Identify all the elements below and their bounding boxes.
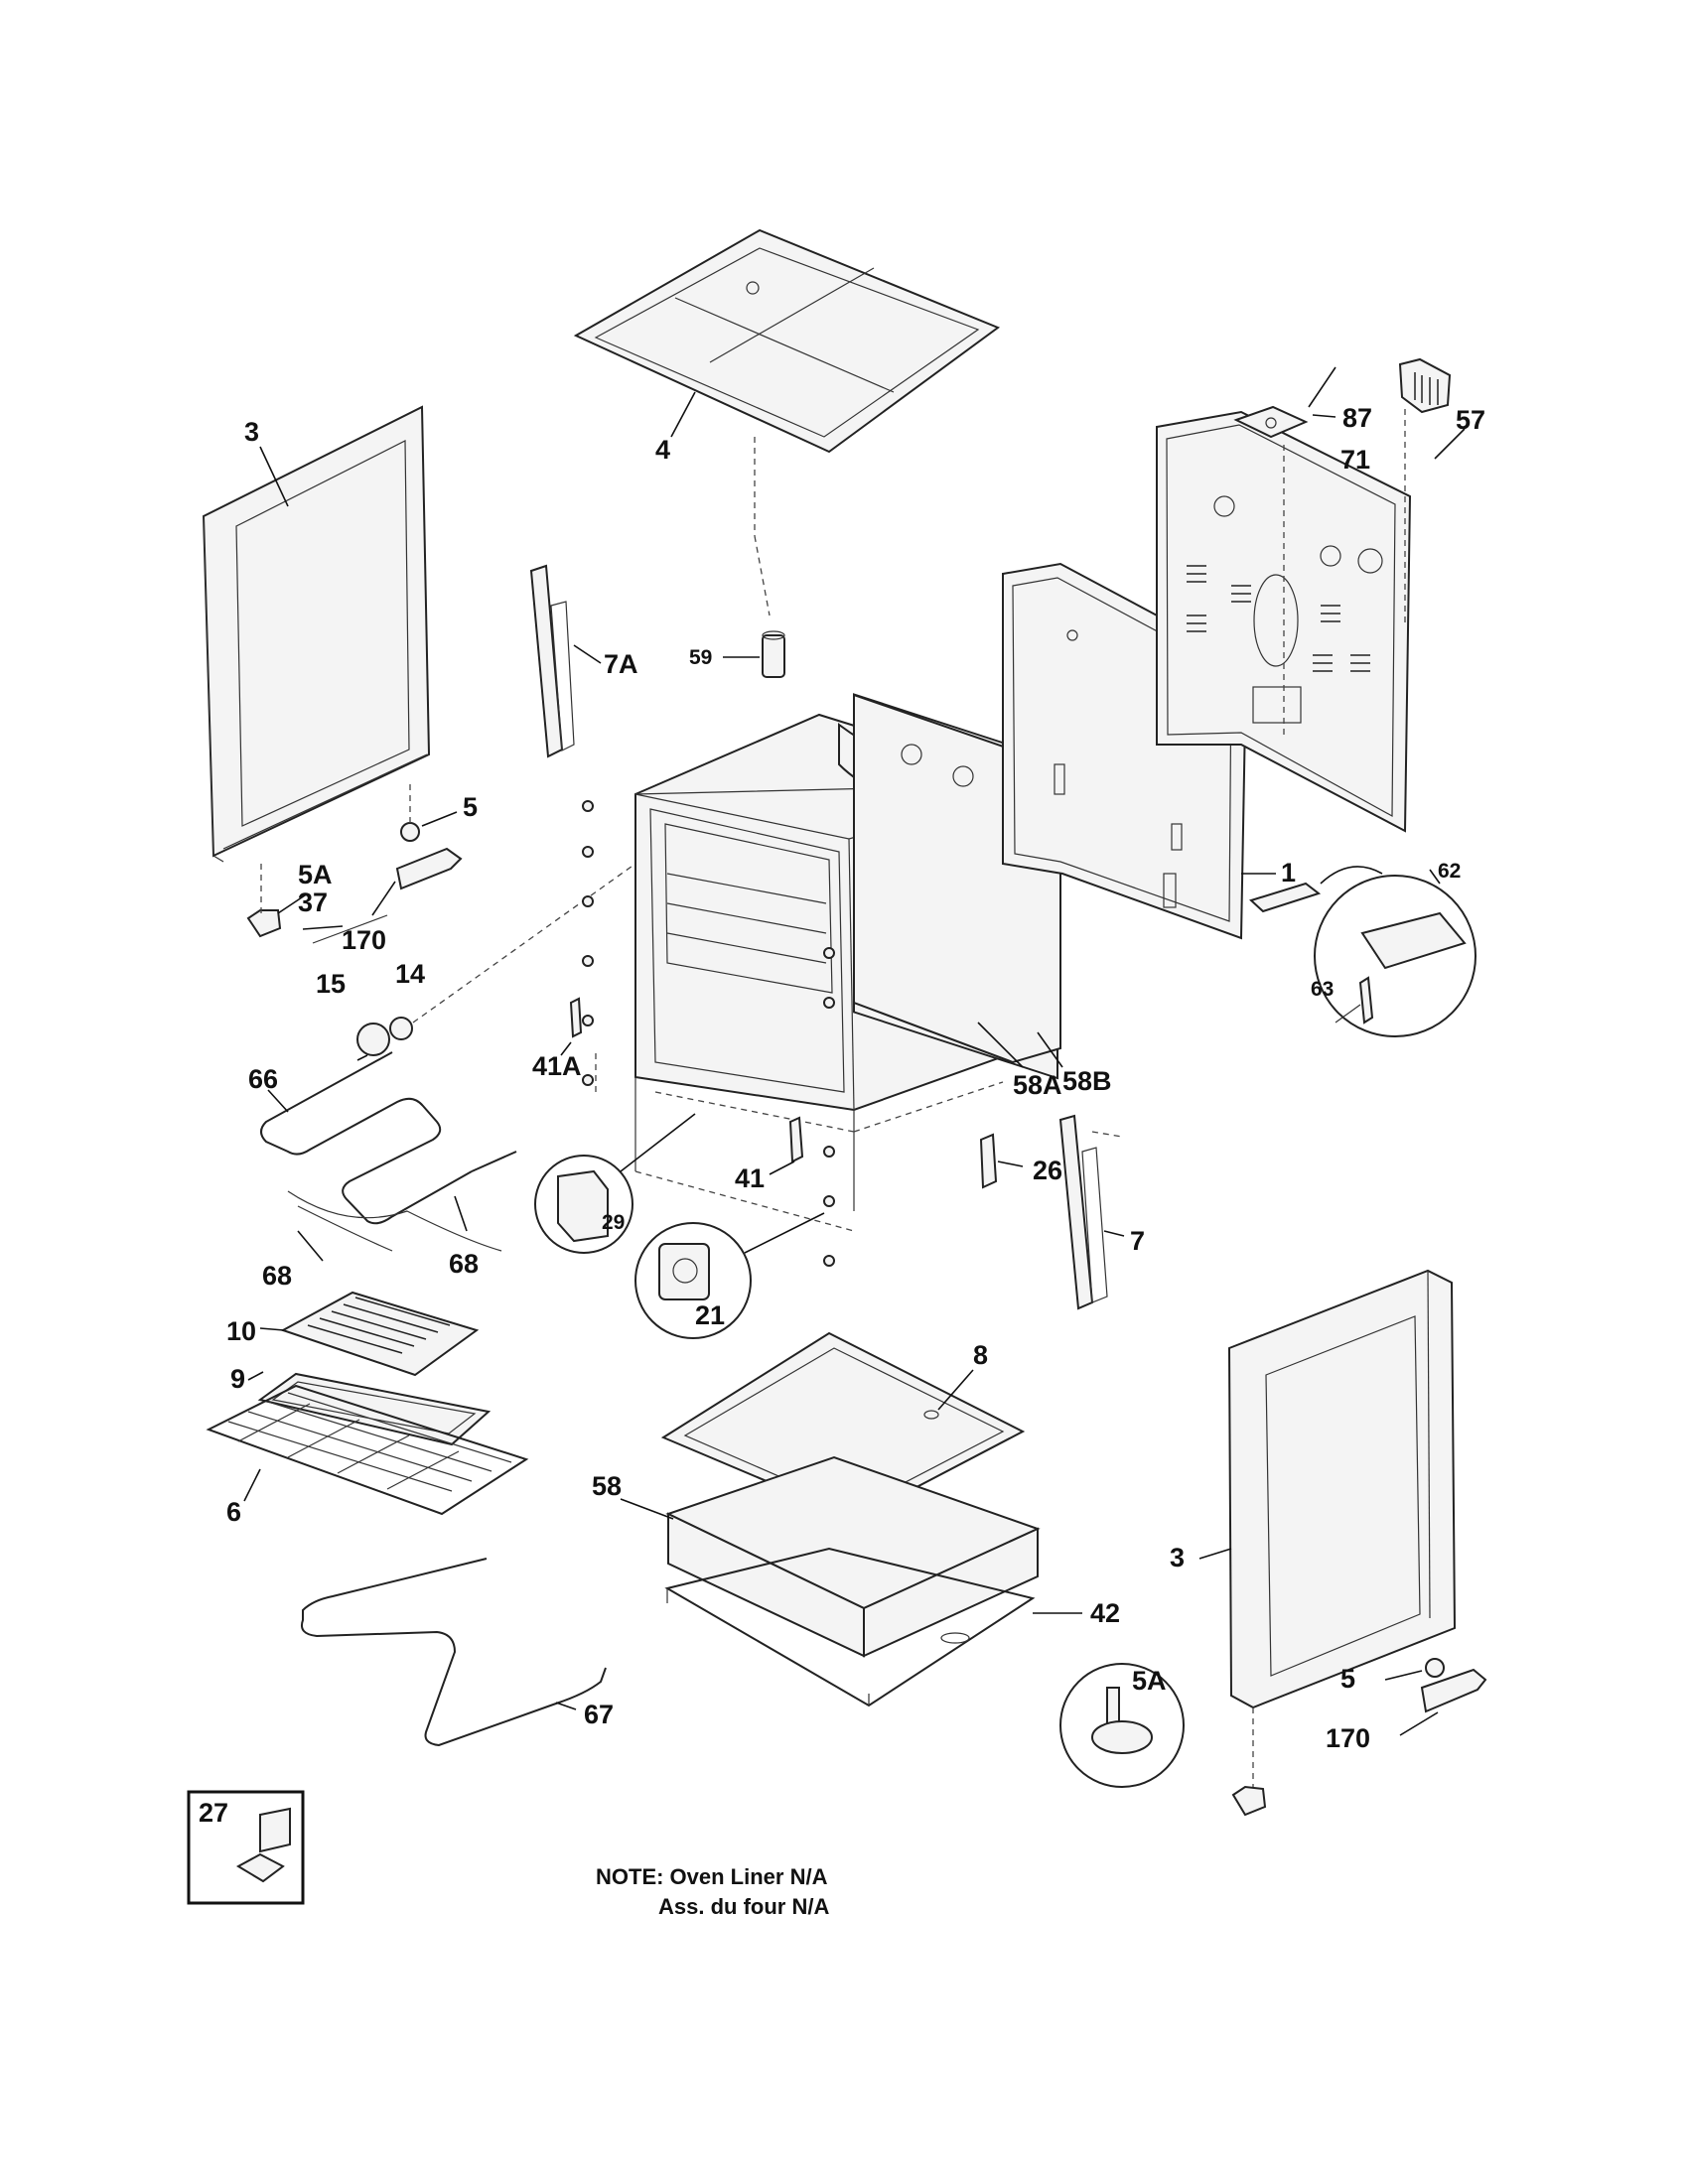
bake-element <box>301 1558 607 1747</box>
label-5-right: 5 <box>1340 1664 1355 1694</box>
bracket-26 <box>979 1133 1024 1189</box>
label-41: 41 <box>735 1163 765 1193</box>
note-block: NOTE: Oven Liner N/A Ass. du four N/A <box>596 1864 829 1919</box>
label-68-left: 68 <box>262 1261 292 1291</box>
label-68-right: 68 <box>449 1249 479 1279</box>
label-5a-right: 5A <box>1132 1666 1167 1696</box>
top-panel <box>573 228 1001 454</box>
note-line-2: Ass. du four N/A <box>658 1894 829 1919</box>
insulation-pieces <box>977 1022 1063 1068</box>
oven-rack <box>206 1384 529 1516</box>
label-87: 87 <box>1342 403 1372 433</box>
label-58: 58 <box>592 1471 622 1501</box>
label-3-left: 3 <box>244 417 259 447</box>
broil-element <box>260 1051 517 1225</box>
label-7: 7 <box>1130 1226 1145 1256</box>
label-58b: 58B <box>1062 1066 1112 1096</box>
label-42: 42 <box>1090 1598 1120 1628</box>
left-side-panel <box>202 405 431 863</box>
hinge-left <box>529 564 602 758</box>
sleeve-part <box>723 630 785 678</box>
lamp-guide <box>412 863 636 1024</box>
label-37: 37 <box>298 887 328 917</box>
terminal-block <box>1249 866 1477 1037</box>
oven-body <box>634 693 1061 1232</box>
part-labels: 3 4 87 57 71 7A 59 5 5A 37 170 14 15 1 6… <box>199 403 1485 1828</box>
oven-lamp <box>356 1017 413 1061</box>
label-170-left: 170 <box>342 925 386 955</box>
label-27: 27 <box>199 1798 228 1828</box>
label-29: 29 <box>602 1211 625 1234</box>
label-67: 67 <box>584 1700 614 1729</box>
gasket-plate <box>1233 405 1336 439</box>
label-1: 1 <box>1281 858 1296 887</box>
label-10: 10 <box>226 1316 256 1346</box>
bottom-insulation <box>620 1455 1041 1658</box>
label-5a-left: 5A <box>298 860 333 889</box>
label-66: 66 <box>248 1064 278 1094</box>
label-14: 14 <box>395 959 425 989</box>
label-62: 62 <box>1438 860 1461 883</box>
label-5-left: 5 <box>463 792 478 822</box>
note-line-1: NOTE: Oven Liner N/A <box>596 1864 828 1889</box>
broil-grid <box>259 1291 480 1377</box>
label-6: 6 <box>226 1497 241 1527</box>
hinge-right-guide <box>1091 1131 1123 1138</box>
insulation-wire <box>287 1190 502 1262</box>
boxed-clip-27 <box>187 1790 305 1905</box>
left-leveler-group <box>246 811 463 944</box>
label-9: 9 <box>230 1364 245 1394</box>
brackets <box>560 997 804 1175</box>
clip-inset-29 <box>534 1113 696 1254</box>
right-side-panel <box>1198 1269 1457 1709</box>
clip-inset-21 <box>634 1212 825 1339</box>
label-41a: 41A <box>532 1051 582 1081</box>
label-59: 59 <box>689 646 712 669</box>
label-57: 57 <box>1456 405 1485 435</box>
hinge-right <box>1058 1114 1125 1310</box>
label-26: 26 <box>1033 1156 1062 1185</box>
label-63: 63 <box>1311 978 1334 1001</box>
vent-cover <box>1398 357 1466 460</box>
label-71: 71 <box>1340 445 1370 475</box>
label-4: 4 <box>655 435 670 465</box>
label-8: 8 <box>973 1340 988 1370</box>
label-7a: 7A <box>604 649 638 679</box>
label-3-right: 3 <box>1170 1543 1185 1572</box>
top-panel-guide-2 <box>754 535 771 616</box>
broil-pan <box>247 1371 492 1446</box>
label-15: 15 <box>316 969 346 999</box>
bottom-pan <box>664 1547 1082 1707</box>
label-170-right: 170 <box>1326 1723 1370 1753</box>
label-21: 21 <box>695 1300 725 1330</box>
right-leveler-group <box>1059 1658 1487 1817</box>
oven-screws <box>582 800 835 1267</box>
label-58a: 58A <box>1013 1070 1062 1100</box>
